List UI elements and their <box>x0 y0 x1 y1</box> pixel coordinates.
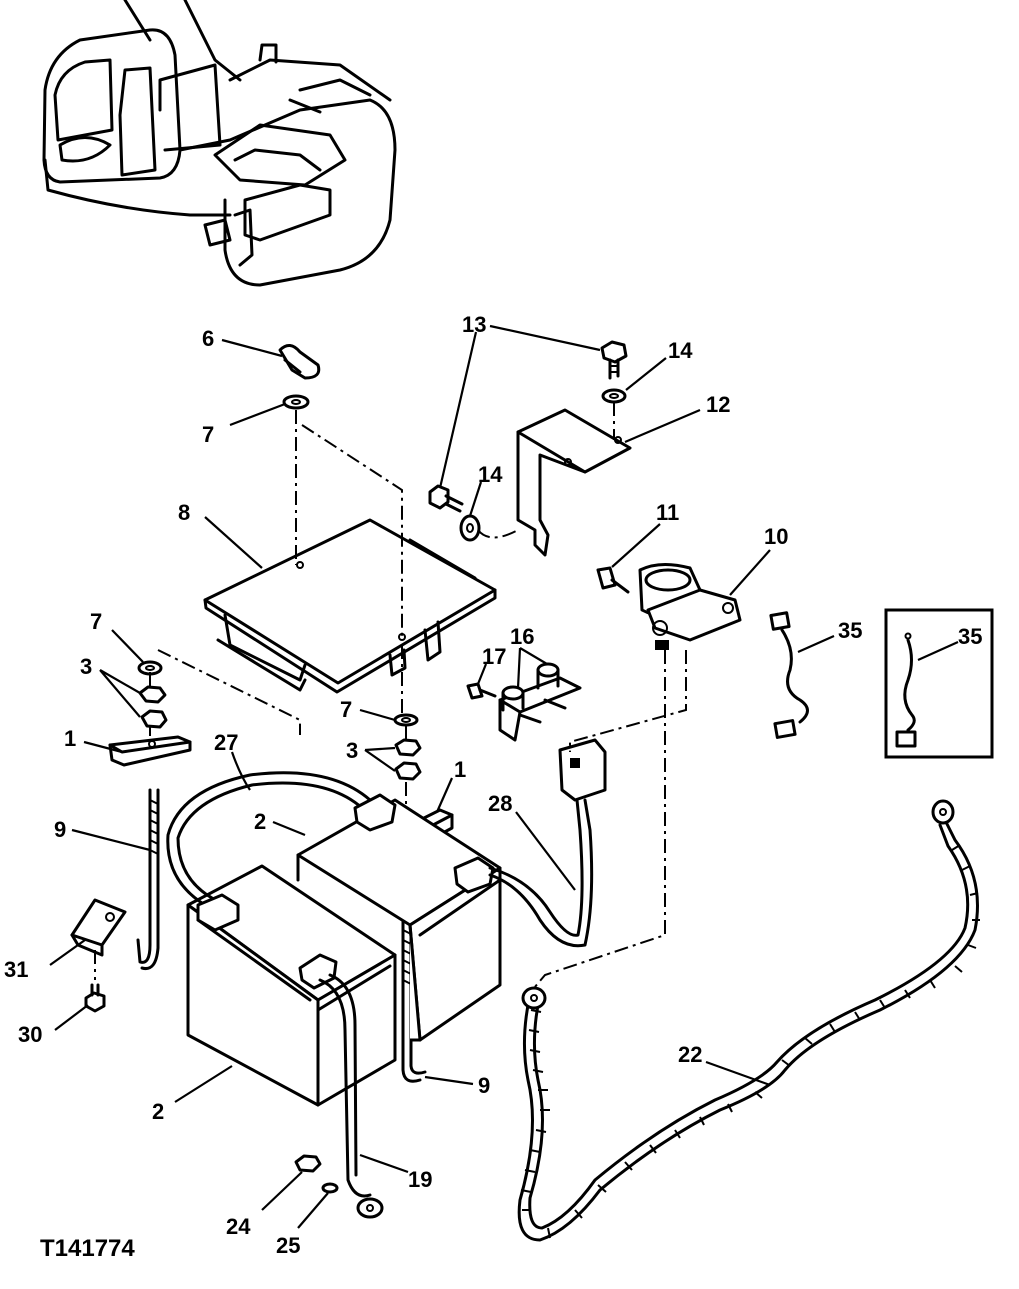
j-bolt <box>136 788 160 971</box>
callout-19: 19 <box>408 1167 432 1192</box>
screw <box>596 566 630 594</box>
callout-25: 25 <box>276 1233 300 1258</box>
callout-14: 14 <box>478 462 503 487</box>
callout-11: 11 <box>656 500 679 525</box>
assembly-line <box>157 649 301 735</box>
callout-9: 9 <box>54 817 66 842</box>
cable-terminal-boot <box>196 793 495 990</box>
callout-28: 28 <box>488 791 512 816</box>
washer <box>601 388 627 404</box>
callout-30: 30 <box>18 1022 42 1047</box>
callout-13: 13 <box>462 312 486 337</box>
callout-2: 2 <box>152 1099 164 1124</box>
callout-1: 1 <box>64 726 76 751</box>
assembly-line <box>533 650 666 989</box>
hex-bolt <box>428 484 464 513</box>
callout-35: 35 <box>838 618 862 643</box>
battery-relay <box>638 563 742 650</box>
callout-numbers: 6 7 8 7 3 1 27 7 3 1 9 2 28 13 14 12 14 … <box>4 312 982 1258</box>
jumper-cable <box>166 771 372 907</box>
callout-3: 3 <box>346 738 358 763</box>
assembly-line <box>477 402 615 539</box>
callout-10: 10 <box>764 524 788 549</box>
ring-terminal <box>521 799 955 1010</box>
callout-leader-lines <box>49 324 959 1229</box>
callout-2: 2 <box>254 809 266 834</box>
callout-27: 27 <box>214 730 238 755</box>
cable-connector <box>558 738 607 802</box>
callout-1: 1 <box>454 757 466 782</box>
washer <box>282 394 310 410</box>
callout-24: 24 <box>226 1214 251 1239</box>
hex-bolt <box>84 983 106 1013</box>
callout-7: 7 <box>202 422 214 447</box>
callout-12: 12 <box>706 392 730 417</box>
callout-7: 7 <box>340 697 352 722</box>
j-bolt <box>401 918 427 1083</box>
callout-7: 7 <box>90 609 102 634</box>
battery-rear <box>296 798 502 1042</box>
ground-cable <box>318 978 372 1198</box>
callout-22: 22 <box>678 1042 702 1067</box>
inset-detail-box <box>884 608 994 759</box>
callout-9: 9 <box>478 1073 490 1098</box>
hex-bolt <box>600 340 628 380</box>
lock-washer <box>321 1182 339 1194</box>
hex-nut <box>294 1154 322 1173</box>
callout-16: 16 <box>510 624 534 649</box>
callout-3: 3 <box>80 654 92 679</box>
washer <box>393 713 419 727</box>
hex-nut <box>138 685 168 729</box>
washer <box>459 514 481 542</box>
hex-nut <box>394 738 422 781</box>
fuse-holder <box>498 662 582 742</box>
callout-35: 35 <box>958 624 982 649</box>
battery-cable <box>488 798 594 948</box>
clamp-bar <box>108 735 192 767</box>
wrapped-battery-cable <box>517 818 980 1242</box>
callout-6: 6 <box>202 326 214 351</box>
battery-hold-bracket <box>70 898 127 957</box>
wiring-harness <box>769 611 809 739</box>
wing-nut <box>278 344 321 380</box>
assembly-line <box>295 410 403 715</box>
assembly-line <box>569 650 687 752</box>
callout-14: 14 <box>668 338 693 363</box>
ring-terminal <box>356 1197 384 1219</box>
battery-cover-plate <box>203 518 497 694</box>
callout-8: 8 <box>178 500 190 525</box>
callout-31: 31 <box>4 957 28 982</box>
callout-17: 17 <box>482 644 506 669</box>
machine-locator-illustration <box>42 0 397 287</box>
figure-id-label: T141774 <box>40 1235 135 1262</box>
screw <box>466 682 497 700</box>
